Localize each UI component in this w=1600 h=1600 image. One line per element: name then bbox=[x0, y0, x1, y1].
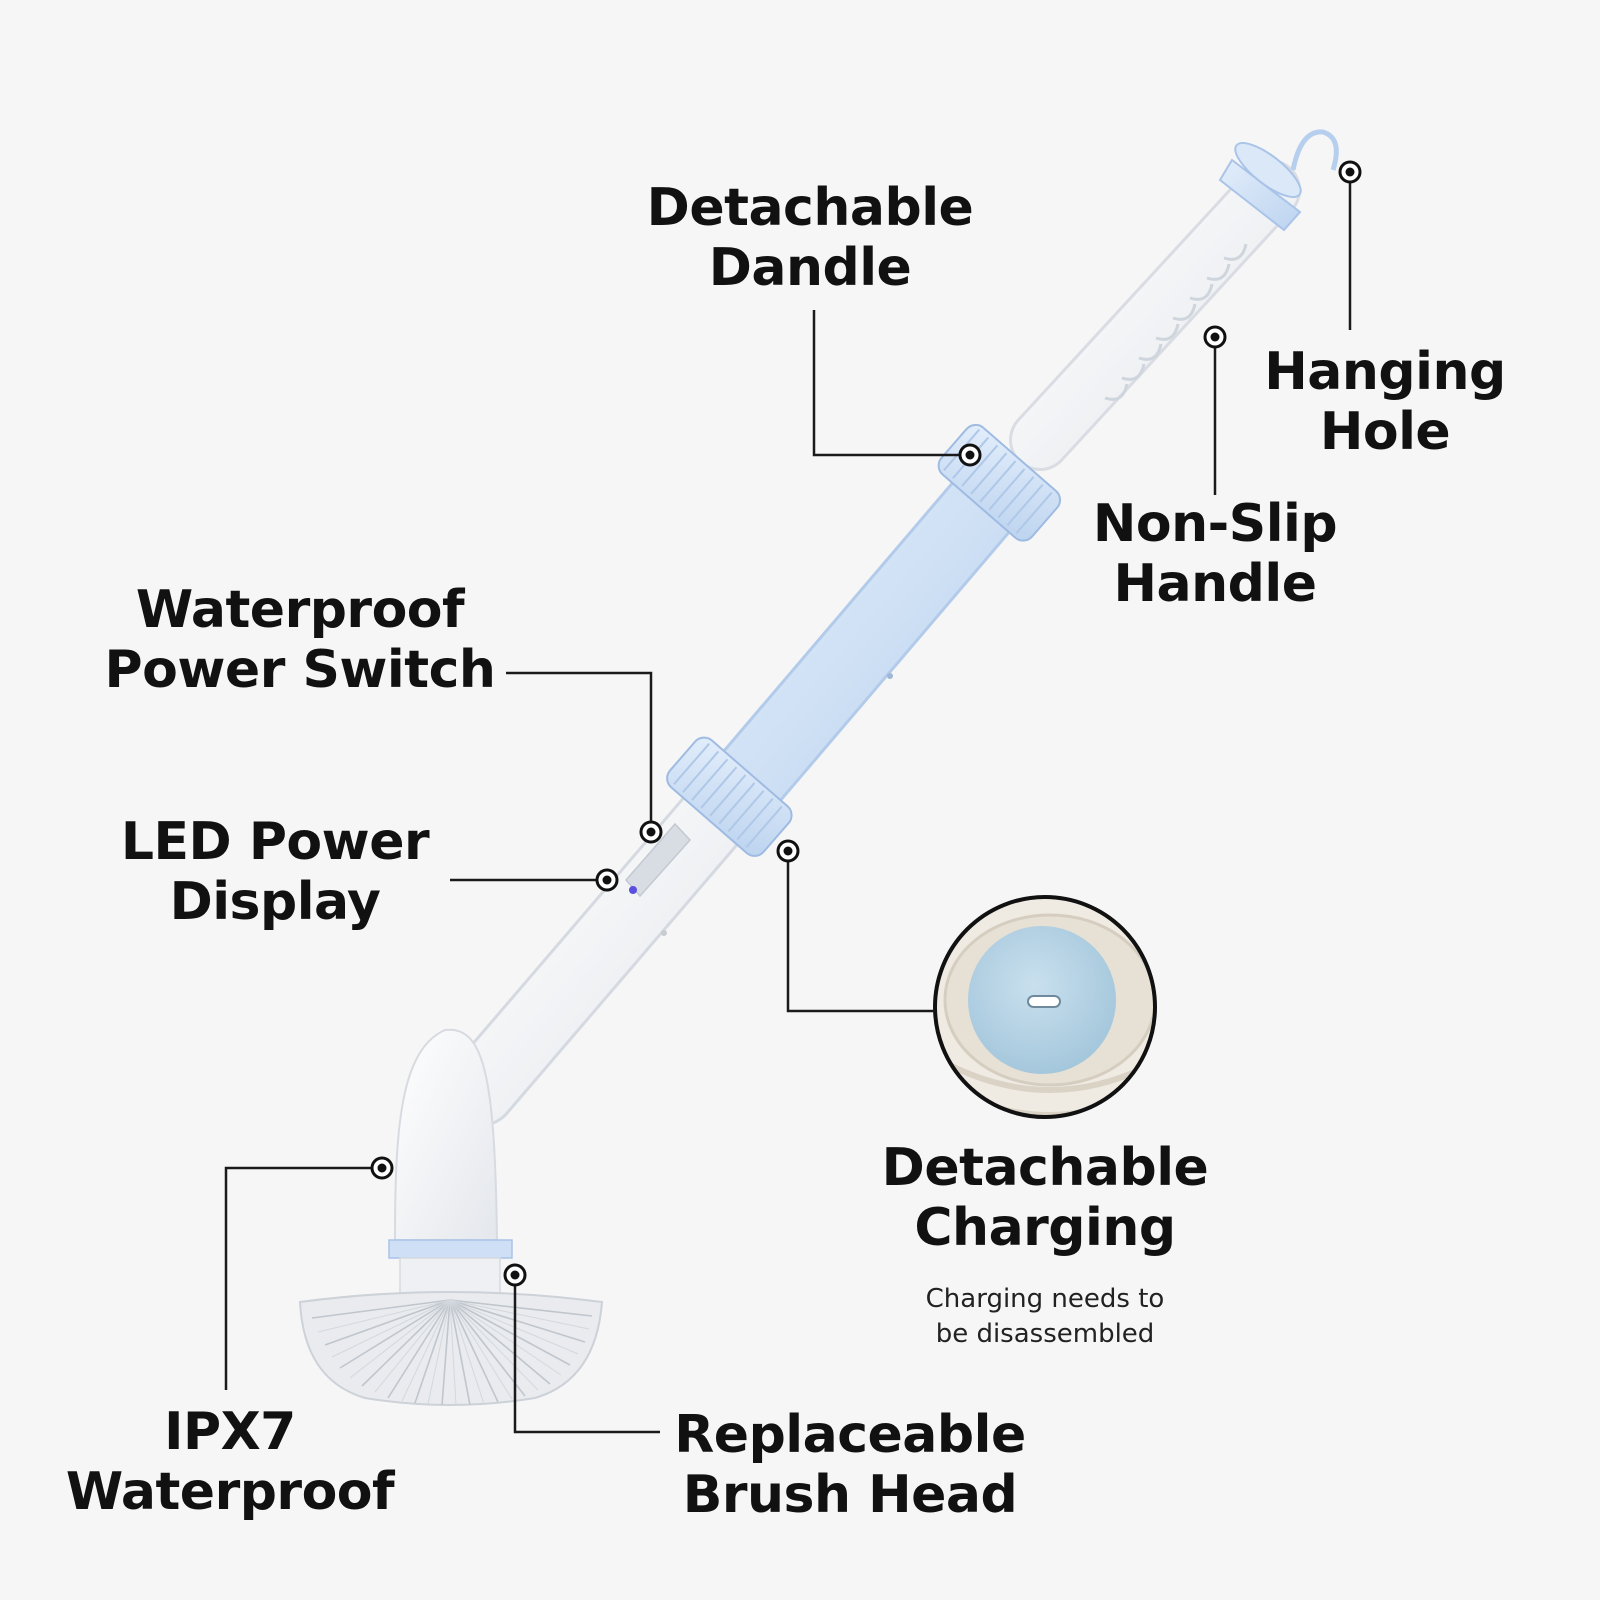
target-dot-icon bbox=[503, 1263, 527, 1287]
target-dot-icon bbox=[370, 1156, 394, 1180]
leader-detachable-charging bbox=[786, 851, 935, 1013]
callout-hanging-hole: Hanging Hole bbox=[1264, 342, 1506, 462]
target-dot-icon bbox=[1203, 325, 1227, 349]
target-dot-icon bbox=[639, 820, 663, 844]
leader-ipx7-waterproof bbox=[224, 1166, 382, 1390]
led-display-window bbox=[625, 822, 692, 898]
lower-connector-ring bbox=[666, 736, 793, 857]
target-dot-icon bbox=[958, 443, 982, 467]
callout-detachable-charging: Detachable Charging bbox=[881, 1138, 1209, 1258]
leader-detachable-handle bbox=[812, 310, 970, 457]
target-dot-icon bbox=[1338, 160, 1362, 184]
callout-non-slip-handle: Non-Slip Handle bbox=[1092, 494, 1338, 614]
motor-head bbox=[388, 1028, 513, 1295]
hanging-cap bbox=[1218, 129, 1339, 232]
upper-handle bbox=[1009, 129, 1339, 471]
target-dot-icon bbox=[595, 868, 619, 892]
lower-handle bbox=[443, 773, 757, 1127]
target-dot-icon bbox=[776, 839, 800, 863]
charging-inset bbox=[933, 895, 1157, 1119]
callout-ipx7-waterproof: IPX7 Waterproof bbox=[65, 1402, 395, 1522]
middle-handle bbox=[710, 459, 1030, 816]
callout-detachable-handle: Detachable Dandle bbox=[646, 178, 974, 298]
charging-note: Charging needs to be disassembled bbox=[925, 1284, 1165, 1349]
usb-c-port-icon bbox=[1027, 995, 1061, 1008]
leader-waterproof-power-switch bbox=[506, 671, 653, 832]
callout-waterproof-power-switch: Waterproof Power Switch bbox=[104, 580, 496, 700]
brush-head bbox=[298, 1291, 604, 1406]
leader-replaceable-brush-head bbox=[513, 1275, 660, 1434]
callout-markers bbox=[370, 160, 1362, 1287]
callout-replaceable-brush-head: Replaceable Brush Head bbox=[674, 1405, 1026, 1525]
leader-lines bbox=[224, 172, 1352, 1434]
non-slip-ridges bbox=[1104, 243, 1248, 401]
callout-led-power-display: LED Power Display bbox=[120, 812, 430, 932]
